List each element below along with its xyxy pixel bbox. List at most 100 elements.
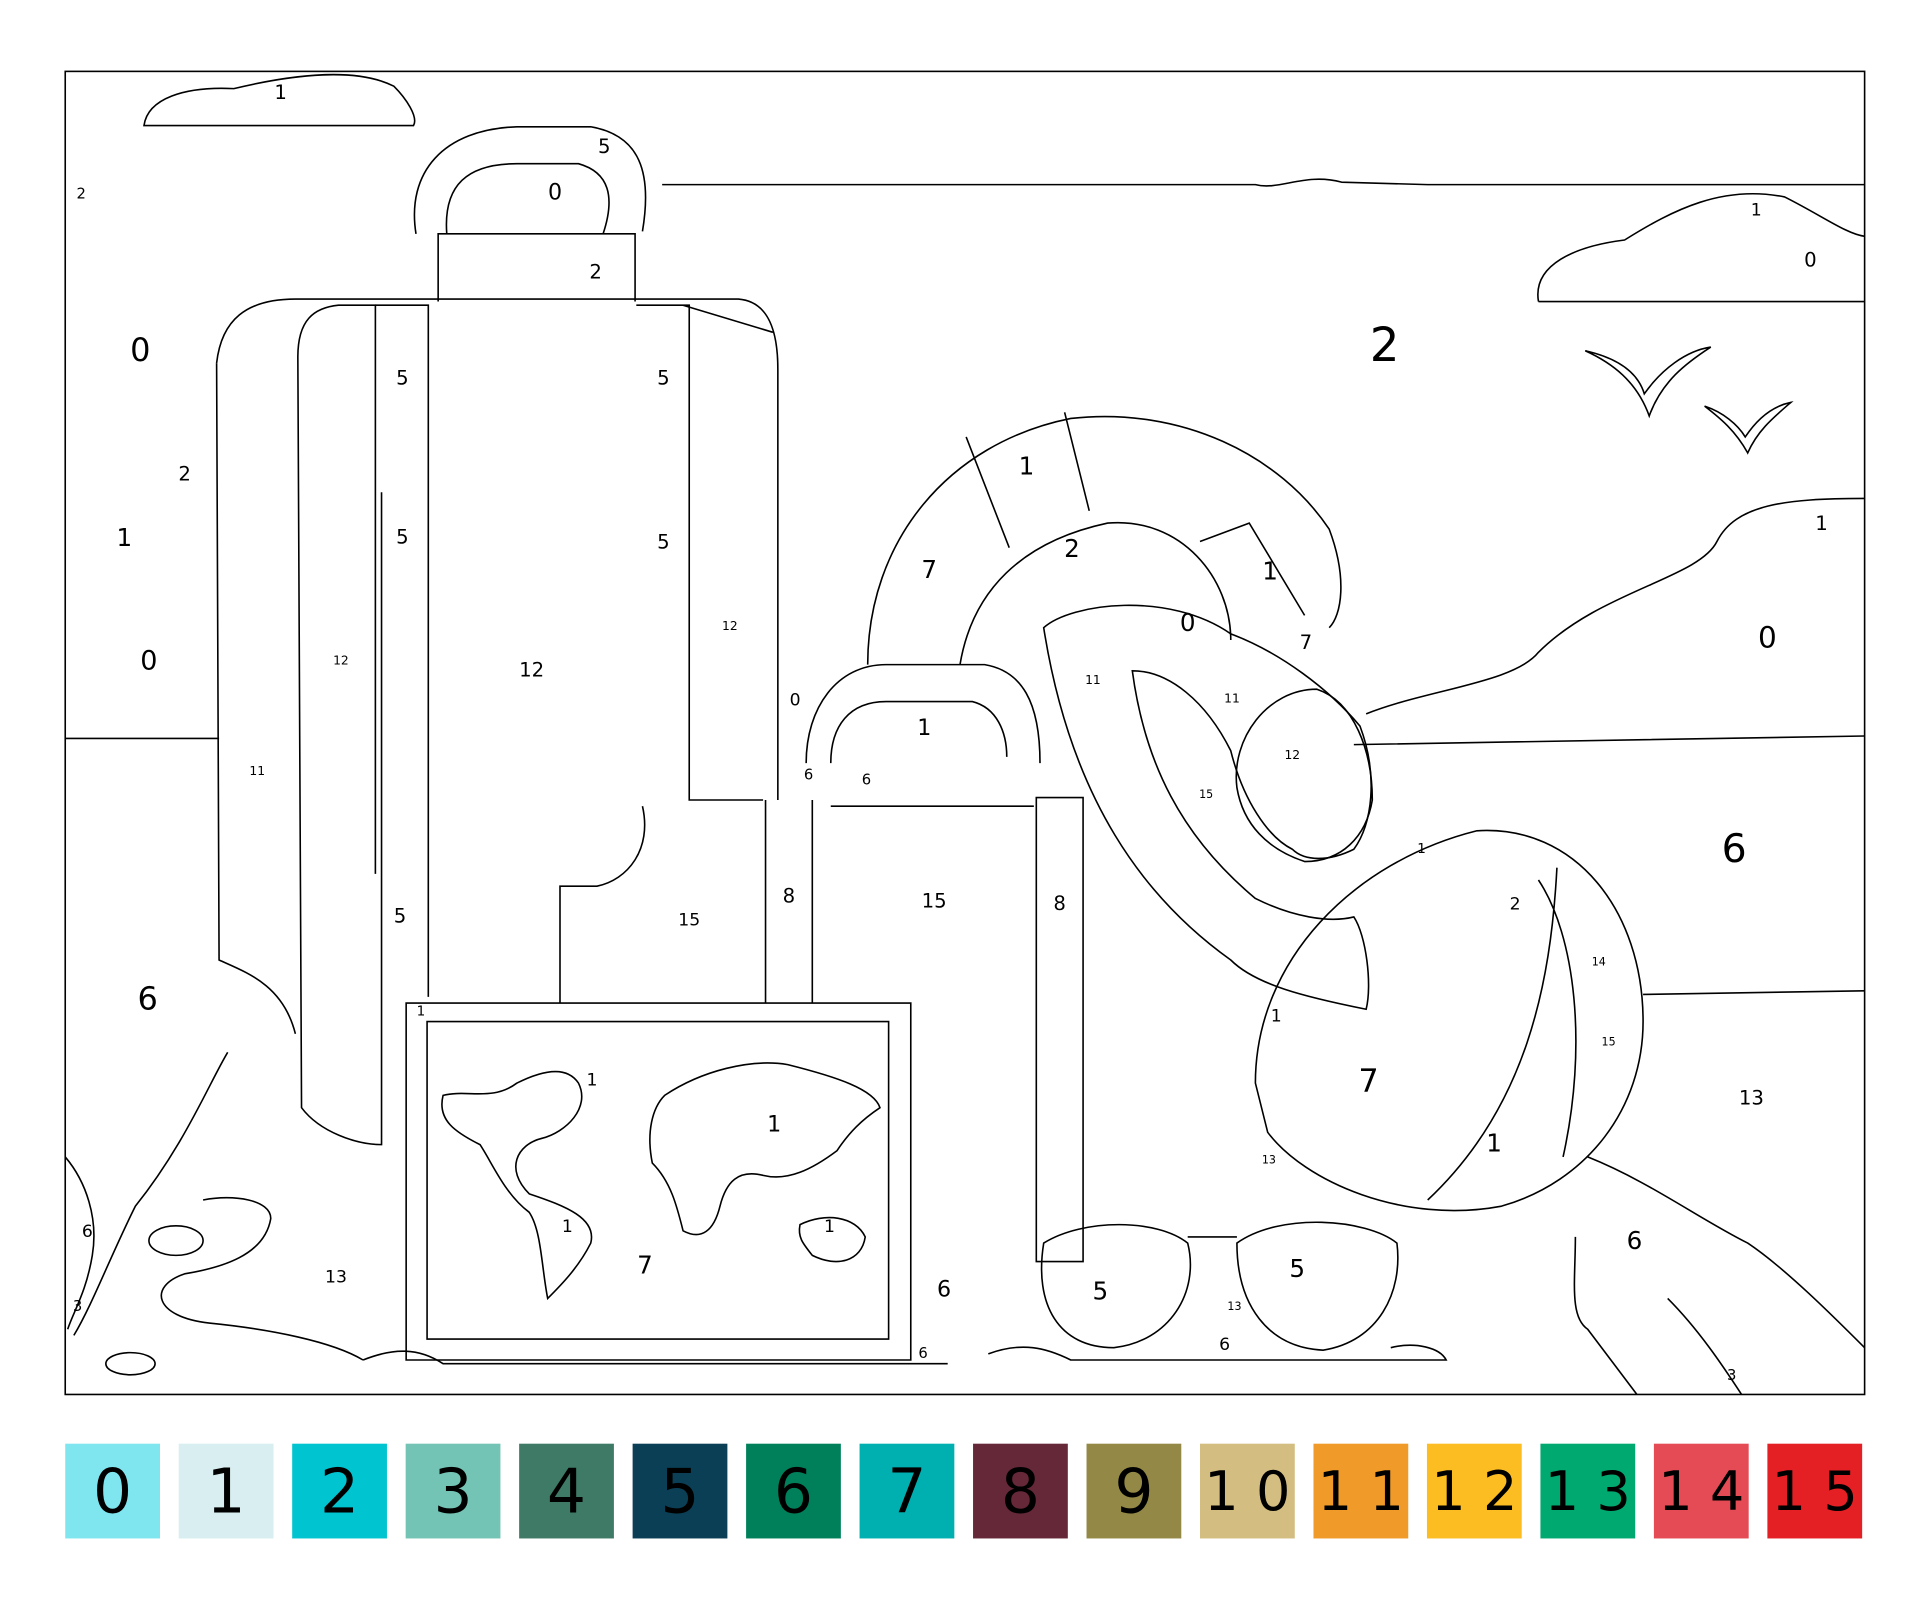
palette-swatch-6[interactable]: 6 [746,1443,841,1539]
cloud-outline [1537,192,1865,303]
swatch-label: 2 [320,1455,359,1527]
region-label: 1 [917,715,931,741]
horizon-line [662,178,1865,187]
region-label: 6 [862,771,871,788]
palette-swatch-4[interactable]: 4 [519,1443,614,1539]
region-label: 6 [1627,1226,1643,1255]
region-label: 12 [333,653,349,667]
palette-swatch-15[interactable]: 15 [1767,1443,1863,1539]
swim-ring-inner [959,521,1232,665]
palette-swatch-0[interactable]: 0 [65,1443,160,1539]
region-label: 0 [790,690,801,710]
region-label: 3 [1727,1367,1736,1384]
shadow-outline [362,1344,1448,1365]
trolley-handle [805,663,1041,764]
region-label: 1 [1486,1129,1502,1158]
region-label: 8 [1053,892,1066,915]
region-label: 2 [77,185,86,202]
palette-swatch-13[interactable]: 13 [1540,1443,1636,1539]
swatch-color [1313,1443,1409,1539]
swatch-color [1200,1443,1295,1539]
sand-outline [64,1051,229,1336]
sand-outline [105,1351,156,1376]
canvas-frame [64,70,1866,1396]
region-label: 7 [921,555,937,584]
palette-swatch-9[interactable]: 9 [1086,1443,1182,1539]
palette-swatch-2[interactable]: 2 [292,1443,387,1539]
swim-ring-band [965,412,1306,616]
cloud-outline [1365,497,1865,715]
region-label: 7 [637,1250,653,1279]
region-label: 6 [1722,826,1747,872]
region-label: 1 [1751,200,1762,220]
suitcase-front [297,304,383,1146]
beach-ball-seam [1427,867,1577,1201]
region-label: 6 [138,980,158,1018]
region-label: 12 [722,619,738,633]
region-label: 1 [1417,841,1426,857]
dog-body [1042,604,1372,1011]
horizon-line [1643,989,1865,996]
region-label: 5 [396,367,409,390]
region-label: 7 [1300,631,1313,654]
sunglasses [1040,1221,1399,1351]
region-label: 1 [1271,1007,1282,1027]
palette-swatch-8[interactable]: 8 [973,1443,1068,1539]
region-label: 1 [562,1217,573,1237]
region-label: 2 [589,261,602,284]
swatch-color [178,1443,274,1539]
palette-swatch-11[interactable]: 11 [1313,1443,1409,1539]
swatch-label: 3 [433,1455,472,1527]
region-label: 2 [1510,895,1521,915]
palette-swatch-10[interactable]: 10 [1200,1443,1295,1539]
sand-outline [1573,1156,1866,1395]
swatch-label: 9 [1114,1455,1153,1527]
region-label: 6 [937,1276,951,1302]
region-label: 6 [918,1345,927,1362]
region-label: 15 [1602,1035,1616,1048]
swatch-label: 0 [93,1455,132,1527]
region-label: 1 [767,1111,781,1137]
palette-swatch-12[interactable]: 12 [1426,1443,1522,1539]
sand-outline [160,1196,364,1361]
swatch-color [1086,1443,1182,1539]
continent-eurasia [649,1062,881,1236]
outlines [64,73,1866,1395]
swatch-label: 8 [1001,1455,1040,1527]
palette-swatch-14[interactable]: 14 [1653,1443,1749,1539]
suitcase-strap [375,304,764,997]
map-case-outer [405,1002,912,1361]
suitcase-outline [215,363,297,1035]
region-label: 13 [1739,1087,1764,1110]
region-label: 2 [178,463,191,486]
bird-outline [1584,346,1712,419]
region-label: 1 [1262,556,1278,585]
suitcase-handle [413,125,647,235]
region-label: 5 [657,367,670,390]
region-label: 13 [1227,1300,1241,1313]
swatch-color [65,1443,160,1539]
region-label: 5 [396,525,409,548]
region-label: 1 [417,1004,426,1020]
suitcase-side [559,304,774,1004]
region-label: 5 [657,530,670,553]
region-label: 5 [394,904,407,927]
palette-swatch-7[interactable]: 7 [859,1443,955,1539]
swatch-color [519,1443,614,1539]
region-label: 1 [1815,512,1828,535]
swatch-label: 7 [887,1455,926,1527]
palette-swatch-3[interactable]: 3 [405,1443,501,1539]
swatch-color [1426,1443,1522,1539]
swatch-color [1653,1443,1749,1539]
region-label: 0 [130,331,150,369]
swatch-color [746,1443,841,1539]
region-label: 0 [1758,620,1777,654]
region-label: 1 [587,1071,598,1091]
palette-swatch-1[interactable]: 1 [178,1443,274,1539]
swatch-color [1540,1443,1636,1539]
region-label: 2 [1064,534,1080,563]
swatch-color [405,1443,501,1539]
palette-swatch-5[interactable]: 5 [632,1443,728,1539]
